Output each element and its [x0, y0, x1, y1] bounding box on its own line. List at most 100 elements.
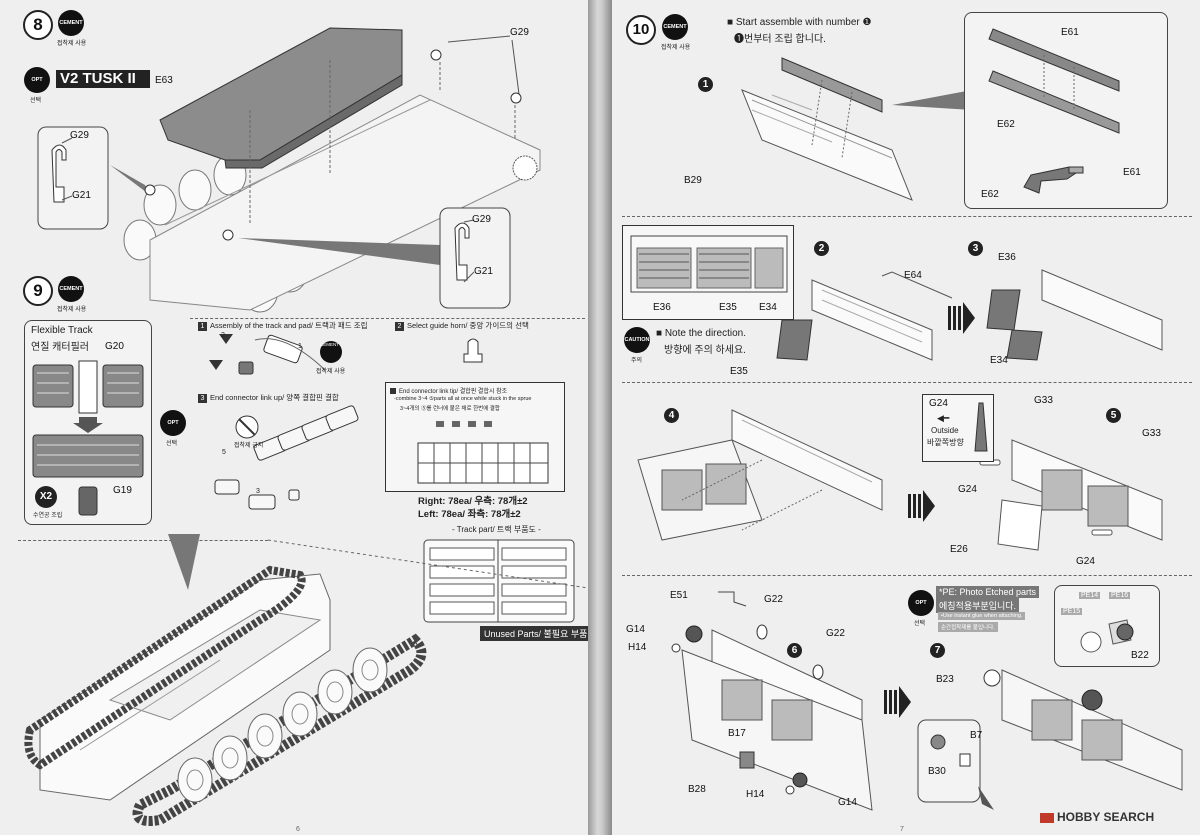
caution-badge: CAUTION	[624, 327, 650, 353]
label-g24-left: G24	[958, 484, 977, 495]
flexible-track-panel: Flexible Track 연질 캐터필러 G20 X2 수연공 조립 G19	[24, 320, 152, 525]
label-g19: G19	[113, 485, 132, 496]
circle-label-1: 1	[298, 343, 302, 350]
x2-badge: X2	[35, 486, 57, 508]
radiator-parts-drawing	[630, 235, 788, 293]
opt-badge-caption: 선택	[30, 98, 42, 104]
label-g33-top: G33	[1034, 395, 1053, 406]
flex-track-subtitle: 연질 캐터필러	[31, 342, 89, 353]
label-e36-sub3: E36	[998, 252, 1016, 263]
substep-marker-7: 7	[930, 643, 945, 658]
label-e26: E26	[950, 544, 968, 555]
left-instruction-page: 8 CEMENT 접착제 사용 OPT 선택 V2 TUSK II	[0, 0, 588, 835]
tip-title: End connector link tip/ 결합핀 결합시 참조	[390, 386, 507, 395]
divider-diagonal	[168, 534, 588, 590]
label-b22: B22	[1131, 650, 1149, 661]
label-e35: E35	[719, 302, 737, 313]
pe16-label: PE16	[1109, 592, 1131, 599]
label-e34-sub3: E34	[990, 355, 1008, 366]
arrow-left-icon: ◀━	[937, 413, 950, 423]
right-track-count: Right: 78ea/ 우측: 78개±2	[418, 496, 528, 507]
label-g33-right: G33	[1142, 428, 1161, 439]
page-number: 7	[900, 826, 904, 833]
track-assembly-drawing	[209, 334, 359, 510]
label-e61-bottom: E61	[1123, 167, 1141, 178]
caution-caption: 주의	[631, 358, 643, 364]
g24-part-icon	[974, 402, 988, 452]
guide-horn-icon	[463, 338, 483, 363]
substep-2-3-drawing	[776, 269, 1163, 361]
label-g21-left: G21	[72, 190, 91, 201]
book-gutter	[588, 0, 612, 835]
substep-marker-3: 3	[968, 241, 983, 256]
cement-badge-caption: 접착제 사용	[57, 307, 87, 313]
divider	[622, 575, 1192, 576]
e61-e62-drawing	[988, 28, 1120, 194]
label-e62-bottom: E62	[981, 189, 999, 200]
label-e62-top: E62	[997, 119, 1015, 130]
step-9-number: 9	[23, 276, 53, 306]
divider	[622, 382, 1192, 383]
cement-badge: CEMENT	[662, 14, 688, 40]
note-direction-ko: 방향에 주의 하세요.	[664, 345, 746, 356]
cement-badge: CEMENT	[58, 10, 84, 36]
tip-line-2: 3~4개의 ⑤를 런너에 붙은 채로 한번에 결합	[400, 406, 500, 412]
label-g14-top: G14	[626, 624, 645, 635]
cement-badge-caption: 접착제 사용	[57, 41, 87, 47]
label-e34: E34	[759, 302, 777, 313]
tip-drawing	[417, 421, 549, 484]
substep-1-number: 1	[198, 321, 207, 331]
step-8-drawing	[37, 27, 541, 313]
label-g14-bottom: G14	[838, 797, 857, 808]
label-e61-top: E61	[1061, 27, 1079, 38]
label-g24-box: G24	[929, 398, 948, 409]
circle-label-5: 5	[222, 449, 226, 456]
page-number: 6	[296, 826, 300, 833]
radiator-parts-box: E36 E35 E34	[622, 225, 794, 320]
outside-ko: 바깥쪽방향	[927, 438, 964, 447]
label-g22-top: G22	[764, 594, 783, 605]
watermark-text: HOBBY SEARCH	[1057, 810, 1155, 824]
flex-track-drawing	[32, 360, 144, 516]
divider	[190, 318, 585, 319]
watermark-logo-icon	[1040, 812, 1054, 823]
g24-outside-box: G24 ◀━ Outside 바깥쪽방향	[922, 394, 994, 462]
tip-title-text: End connector link tip/ 결합핀 결합시 참조	[399, 389, 508, 395]
label-e63: E63	[155, 75, 173, 86]
divider	[622, 216, 1192, 217]
pe-glue-ko: 순간접착제를 붙입니다.	[938, 622, 998, 632]
hull-with-tracks-drawing	[24, 565, 427, 826]
circle-label-3: 3	[256, 488, 260, 495]
start-instruction-en: ■ Start assemble with number ❶	[727, 17, 872, 28]
opt-badge: OPT	[908, 590, 934, 616]
label-h14-bottom: H14	[746, 789, 765, 800]
substep-marker-1: 1	[698, 77, 713, 92]
label-g29-left: G29	[70, 130, 89, 141]
substep-2-text: Select guide horn/ 중앙 가이드의 선택	[407, 321, 529, 330]
cement-badge: CEMENT	[58, 276, 84, 302]
substep-3-text: End connector link up/ 양쪽 결합핀 결합	[210, 393, 339, 402]
substep-marker-4: 4	[664, 408, 679, 423]
substep-1-text: Assembly of the track and pad/ 트랙과 패드 조립	[210, 321, 368, 330]
label-h14-top: H14	[628, 642, 647, 653]
substep-4-5-drawing	[637, 409, 1163, 551]
cement-small-badge: CEMENT	[320, 342, 339, 347]
pe14-label: PE14	[1079, 592, 1101, 599]
nocement-caption: 접착제 금지	[234, 443, 264, 449]
label-b29: B29	[684, 175, 702, 186]
label-g24-bottom: G24	[1076, 556, 1095, 567]
flex-track-title: Flexible Track	[31, 325, 93, 336]
track-sprue-drawing	[423, 539, 575, 623]
substep-marker-2: 2	[814, 241, 829, 256]
opt-badge-caption: 선택	[914, 621, 926, 627]
pe-title: *PE: Photo Etched parts	[936, 586, 1040, 598]
unused-parts-label: Unused Parts/ 불필요 부품	[480, 626, 588, 641]
substep-2-number: 2	[395, 321, 404, 331]
divider	[18, 540, 268, 541]
pe-glue-en: •Use instant glue when attaching.	[938, 612, 1026, 620]
substep-3-number: 3	[198, 393, 207, 403]
label-e35-sub2: E35	[730, 366, 748, 377]
label-g21-right: G21	[474, 266, 493, 277]
